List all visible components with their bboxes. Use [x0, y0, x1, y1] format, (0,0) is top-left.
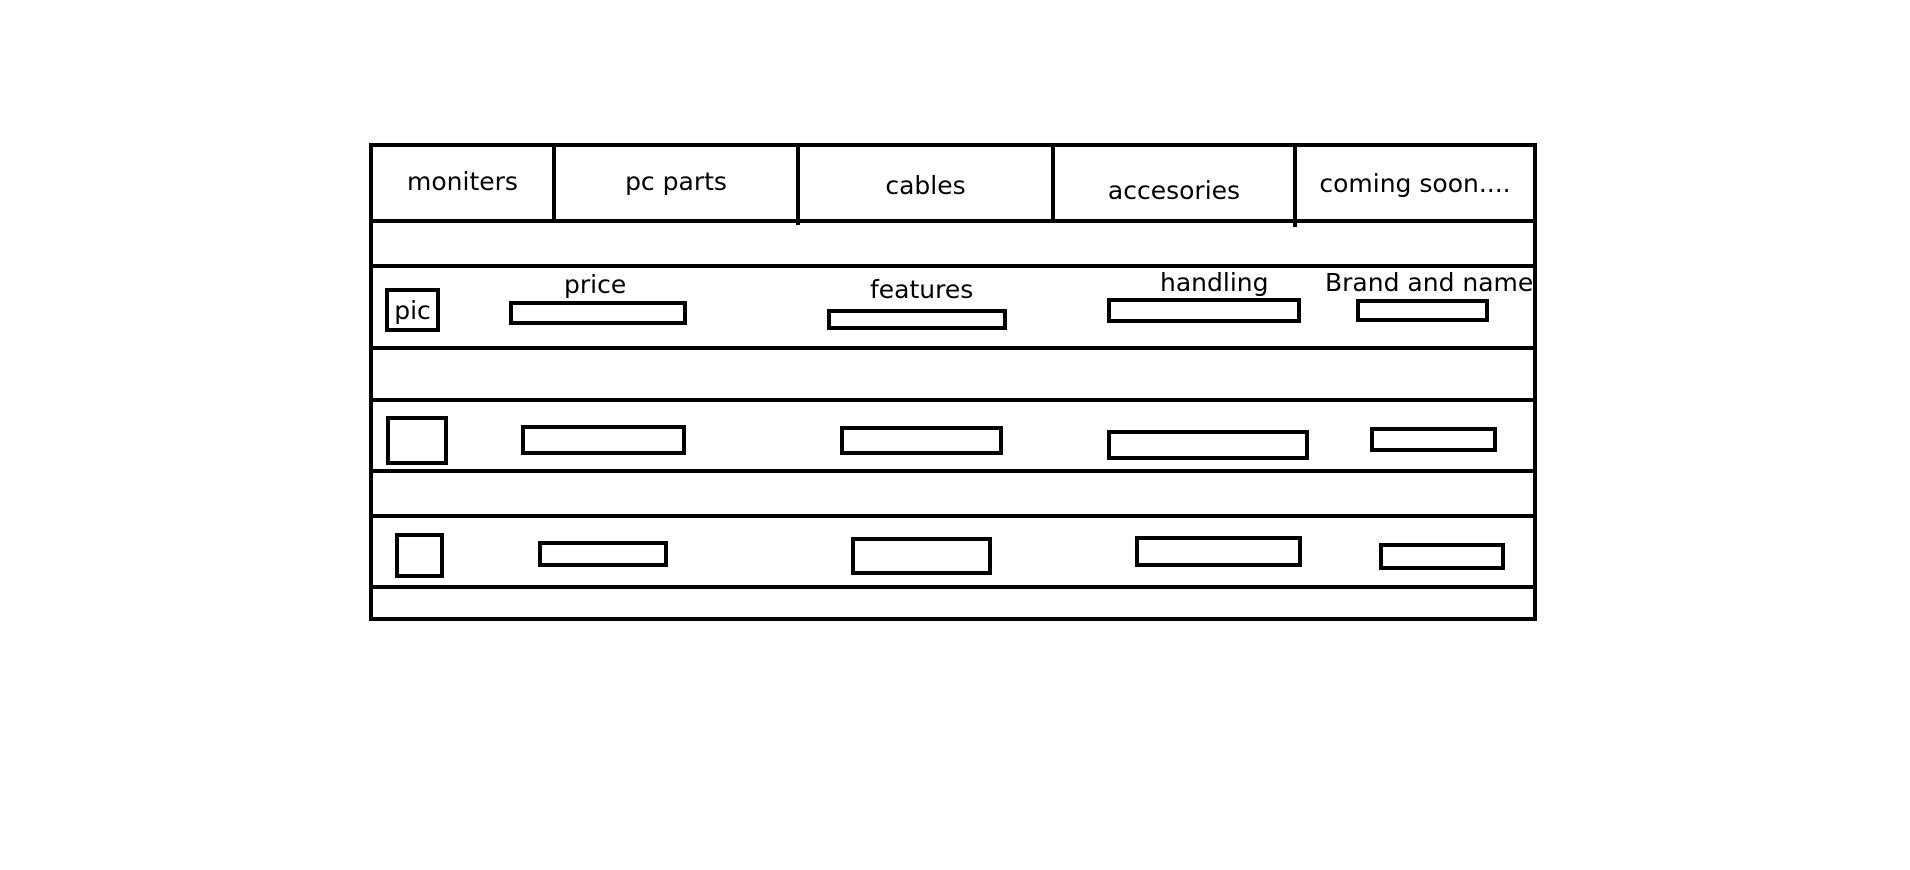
tab-coming-soon[interactable]: coming soon....: [1319, 168, 1511, 198]
divider: [369, 264, 1537, 268]
tab-accesories[interactable]: accesories: [1107, 175, 1241, 205]
wireframe-frame: [369, 143, 1537, 621]
price-field[interactable]: [538, 541, 668, 567]
handling-label: handling: [1160, 268, 1269, 297]
divider: [369, 219, 1537, 223]
divider: [369, 346, 1537, 350]
tab-separator: [1051, 145, 1055, 221]
handling-field[interactable]: [1135, 536, 1302, 567]
brand-field[interactable]: [1370, 427, 1497, 452]
brand-label: Brand and name: [1325, 268, 1534, 297]
brand-field[interactable]: [1356, 299, 1489, 322]
pic-label: pic: [394, 295, 431, 325]
divider: [369, 469, 1537, 473]
price-label: price: [564, 270, 627, 299]
price-field[interactable]: [509, 301, 687, 325]
tab-pc-parts[interactable]: pc parts: [625, 166, 727, 196]
features-field[interactable]: [851, 537, 992, 575]
tab-separator: [552, 145, 556, 221]
features-field[interactable]: [827, 309, 1007, 330]
divider: [369, 585, 1537, 589]
brand-field[interactable]: [1379, 543, 1505, 570]
tab-separator: [1293, 145, 1297, 227]
price-field[interactable]: [521, 425, 686, 455]
product-pic: [395, 533, 444, 578]
handling-field[interactable]: [1107, 430, 1309, 460]
divider: [369, 398, 1537, 402]
handling-field[interactable]: [1107, 298, 1301, 323]
product-pic: [386, 416, 448, 465]
features-field[interactable]: [840, 426, 1003, 455]
tab-separator: [796, 145, 800, 225]
product-pic: pic: [385, 288, 440, 332]
tab-cables[interactable]: cables: [885, 170, 966, 200]
features-label: features: [870, 275, 974, 304]
divider: [369, 514, 1537, 518]
tab-moniters[interactable]: moniters: [407, 166, 518, 196]
